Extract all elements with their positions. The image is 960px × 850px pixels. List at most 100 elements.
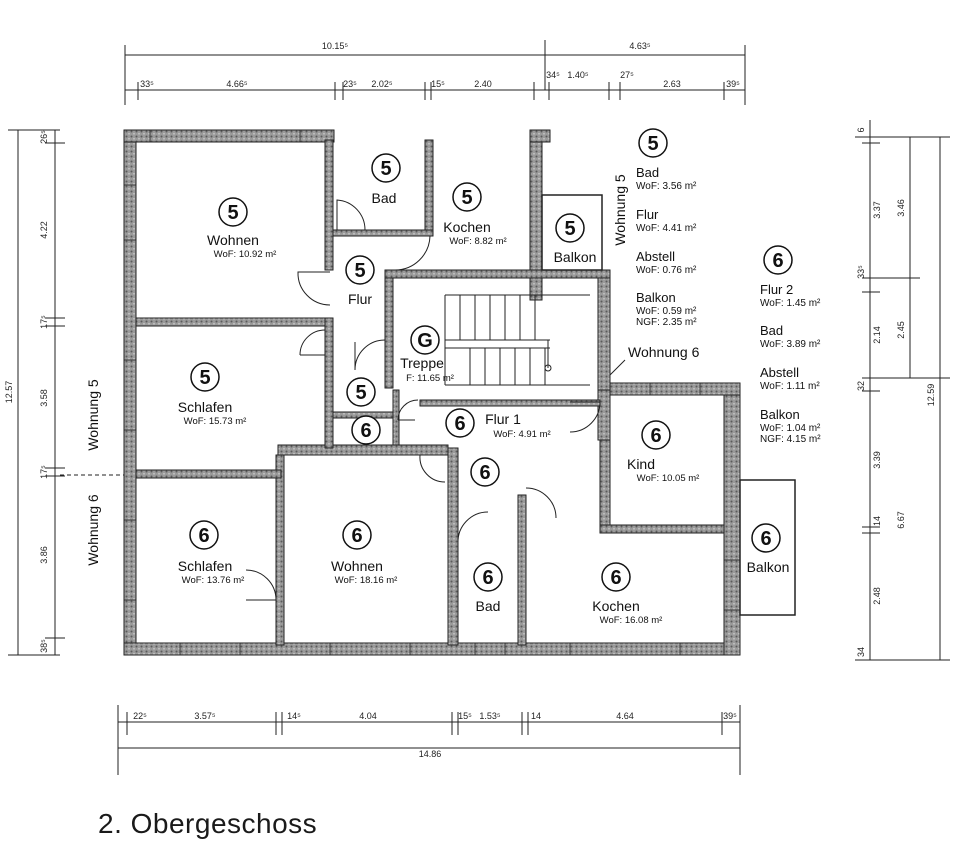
- room-area: F: 11.65 m²: [406, 373, 454, 384]
- dim-right-inner: 14: [872, 516, 882, 526]
- room-name: Bad: [372, 190, 397, 206]
- badge-number: 6: [650, 425, 661, 447]
- room-flur1-6: 6 Flur 1 WoF: 4.91 m²: [445, 408, 551, 440]
- room-name: Schlafen: [178, 399, 232, 415]
- balkon-5-outline: [541, 194, 603, 271]
- badge-number: 6: [454, 413, 465, 435]
- dim-right-mid: 6.67: [896, 511, 906, 529]
- badge-number: 6: [482, 567, 493, 589]
- dim-bottom-segment: 4.64: [616, 711, 634, 721]
- badge-number: 6: [760, 528, 771, 550]
- room-area: WoF: 16.08 m²: [600, 615, 663, 626]
- dim-top-segment: 15⁵: [431, 79, 445, 89]
- legend-item-area: WoF: 4.41 m²: [636, 223, 697, 234]
- room-balkon-6: 6 Balkon: [747, 523, 790, 575]
- badge-circle: [473, 562, 503, 592]
- room-kochen-6: 6 Kochen WoF: 16.08 m²: [592, 562, 663, 626]
- dim-right-mid: 2.45: [896, 321, 906, 339]
- legend-item-area2: NGF: 2.35 m²: [636, 317, 697, 328]
- room-name: Kind: [627, 456, 655, 472]
- legend-item-name: Abstell: [760, 365, 799, 380]
- badge-circle: [638, 128, 668, 158]
- dim-right-inner: 32: [856, 381, 866, 391]
- room-name: Bad: [476, 598, 501, 614]
- room-name: Kochen: [443, 219, 490, 235]
- dim-right-inner: 6: [856, 127, 866, 132]
- legend-item-area2: NGF: 4.15 m²: [760, 434, 821, 445]
- dim-left-segment: 3.86: [39, 546, 49, 564]
- room-wohnen-5: 5 Wohnen WoF: 10.92 m²: [207, 197, 277, 260]
- badge-number: 5: [355, 382, 366, 404]
- room-name: Balkon: [747, 559, 790, 575]
- dim-left-segment: 4.22: [39, 221, 49, 239]
- badge-number: 5: [354, 260, 365, 282]
- legend-item-area: WoF: 3.56 m²: [636, 181, 697, 192]
- badge-circle: [346, 377, 376, 407]
- badge-circle: [641, 420, 671, 450]
- dim-top-segment: 34⁵: [546, 70, 560, 80]
- dim-right-inner: 3.39: [872, 451, 882, 469]
- dim-left-segment: 3.58: [39, 389, 49, 407]
- room-area: WoF: 10.05 m²: [637, 473, 700, 484]
- room-name: Schlafen: [178, 558, 232, 574]
- dim-bottom-segment: 14⁵: [287, 711, 301, 721]
- badge-number: 5: [647, 133, 658, 155]
- windows: [124, 130, 740, 655]
- dim-bottom-segment: 22⁵: [133, 711, 147, 721]
- dim-top-segment: 33⁵: [140, 79, 154, 89]
- dim-top-segment: 23⁵: [343, 79, 357, 89]
- room-kind-6: 6 Kind WoF: 10.05 m²: [627, 420, 700, 484]
- badge-number: G: [417, 330, 433, 352]
- staircase: [444, 294, 590, 386]
- legend-item-name: Abstell: [636, 249, 675, 264]
- badge-circle: [345, 255, 375, 285]
- dim-top-total-left: 10.15⁵: [322, 41, 349, 51]
- badge-circle: [189, 520, 219, 550]
- room-abstell-5: 5: [346, 377, 376, 407]
- badge-number: 6: [198, 525, 209, 547]
- room-area: WoF: 8.82 m²: [449, 236, 506, 247]
- dim-bottom-segment: 15⁵: [458, 711, 472, 721]
- legend-wohnung-5: 5 Bad WoF: 3.56 m² Flur WoF: 4.41 m² Abs…: [636, 128, 697, 328]
- room-schlafen-6: 6 Schlafen WoF: 13.76 m²: [178, 520, 244, 586]
- badge-number: 5: [564, 218, 575, 240]
- room-area: WoF: 10.92 m²: [214, 249, 277, 260]
- room-bad-6: 6 Bad: [473, 562, 503, 614]
- label-wohnung6-vertical: Wohnung 6: [85, 494, 101, 566]
- dim-top-segment: 2.02⁵: [371, 79, 393, 89]
- label-wohnung6: Wohnung 6: [628, 344, 700, 360]
- dim-top-segment: 39⁵: [726, 79, 740, 89]
- room-name: Kochen: [592, 598, 639, 614]
- room-name: Balkon: [554, 249, 597, 265]
- badge-circle: [351, 415, 381, 445]
- badge-circle: [445, 408, 475, 438]
- legend-item-name: Flur: [636, 207, 659, 222]
- badge-circle: [763, 245, 793, 275]
- label-wohnung5-vertical: Wohnung 5: [85, 379, 101, 451]
- dim-bottom-segment: 3.57⁵: [194, 711, 216, 721]
- legend-item-name: Bad: [760, 323, 783, 338]
- badge-circle: [452, 182, 482, 212]
- dim-bottom-segment: 39⁵: [723, 711, 737, 721]
- room-name: Flur: [348, 291, 372, 307]
- badge-circle: [470, 457, 500, 487]
- floor-title: 2. Obergeschoss: [98, 808, 318, 839]
- bottom-dimension-chain: [117, 705, 741, 775]
- room-name: Wohnen: [207, 232, 259, 248]
- badge-circle: [601, 562, 631, 592]
- door-swings: [245, 199, 601, 601]
- dim-left-segment: 17⁵: [39, 465, 49, 479]
- badge-number: 6: [772, 250, 783, 272]
- badge-number: 5: [380, 158, 391, 180]
- dim-left-total: 12.57: [4, 381, 14, 404]
- room-area: WoF: 15.73 m²: [184, 416, 247, 427]
- room-flur2-6: 6: [470, 457, 500, 487]
- room-area: WoF: 18.16 m²: [335, 575, 398, 586]
- dim-top-segment: 2.40: [474, 79, 492, 89]
- room-flur-5: 5 Flur: [345, 255, 375, 307]
- walls: [123, 129, 741, 656]
- room-name: Wohnen: [331, 558, 383, 574]
- legend-item-area: WoF: 0.76 m²: [636, 265, 697, 276]
- room-wohnen-6: 6 Wohnen WoF: 18.16 m²: [331, 520, 398, 586]
- room-name: Flur 1: [485, 411, 521, 427]
